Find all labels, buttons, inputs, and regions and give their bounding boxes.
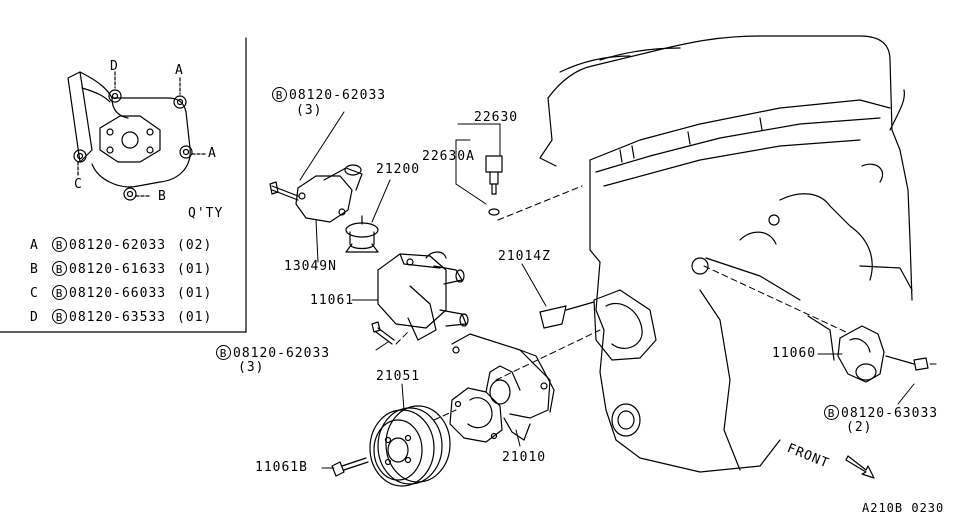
row-part-number: 08120-66033 [69, 286, 167, 301]
engine-block-drawing [539, 35, 913, 473]
callout-11060: 11060 [772, 346, 817, 361]
inset-point-c: C [74, 177, 83, 192]
row-part-number: 08120-61633 [69, 262, 167, 277]
row-part-number: 08120-63533 [69, 310, 167, 325]
pulley-drawing [331, 405, 451, 487]
inset-frame [0, 37, 247, 333]
gasket-drawing [539, 301, 595, 329]
callout-bolt-top-qty: (3) [296, 103, 323, 118]
callout-bolt-right-qty: (2) [846, 420, 873, 435]
callout-21051: 21051 [376, 369, 421, 384]
leader-lines [299, 111, 915, 469]
water-outlet-drawing [269, 164, 363, 223]
water-inlet-drawing [377, 251, 469, 341]
assembly-dashed-lines [395, 185, 937, 421]
row-qty: (01) [177, 262, 213, 277]
row-letter: D [30, 310, 39, 325]
callout-22630: 22630 [474, 110, 519, 125]
bolt-symbol-icon: B [272, 87, 287, 102]
inset-point-d: D [110, 59, 119, 74]
part-number: 08120-62033 [289, 88, 387, 103]
bolt-symbol-icon: B [824, 405, 839, 420]
callout-bolt-mid-qty: (3) [238, 360, 265, 375]
row-letter: A [30, 238, 39, 253]
water-pump-drawing [449, 333, 555, 443]
callout-13049n: 13049N [284, 259, 337, 274]
front-arrow [845, 455, 875, 479]
part-number: 08120-62033 [233, 346, 331, 361]
thermostat-drawing [345, 215, 379, 253]
row-qty: (02) [177, 238, 213, 253]
row-qty: (01) [177, 310, 213, 325]
callout-22630a: 22630A [422, 149, 475, 164]
bolt-mid-drawing [371, 321, 395, 345]
row-qty: (01) [177, 286, 213, 301]
callout-21014z: 21014Z [498, 249, 551, 264]
inset-point-a-top: A [175, 63, 184, 78]
inset-point-b: B [158, 189, 167, 204]
row-letter: C [30, 286, 39, 301]
bolt-symbol-icon: B [52, 309, 67, 324]
callout-11061: 11061 [310, 293, 355, 308]
callout-11061b: 11061B [255, 460, 308, 475]
row-part-number: 08120-62033 [69, 238, 167, 253]
inset-qty-label: Q'TY [188, 206, 224, 221]
part-number: 08120-63033 [841, 406, 939, 421]
bolt-symbol-icon: B [52, 237, 67, 252]
diagram-code: A210B 0230 [862, 501, 945, 515]
row-letter: B [30, 262, 39, 277]
bolt-symbol-icon: B [52, 261, 67, 276]
bolt-symbol-icon: B [52, 285, 67, 300]
bolt-symbol-icon: B [216, 345, 231, 360]
part-11060-drawing [837, 325, 929, 383]
temp-sensor-drawing [485, 155, 503, 216]
inset-pump-housing-drawing [67, 71, 207, 201]
callout-21200: 21200 [376, 162, 421, 177]
callout-21010: 21010 [502, 450, 547, 465]
inset-point-a-right: A [208, 146, 217, 161]
